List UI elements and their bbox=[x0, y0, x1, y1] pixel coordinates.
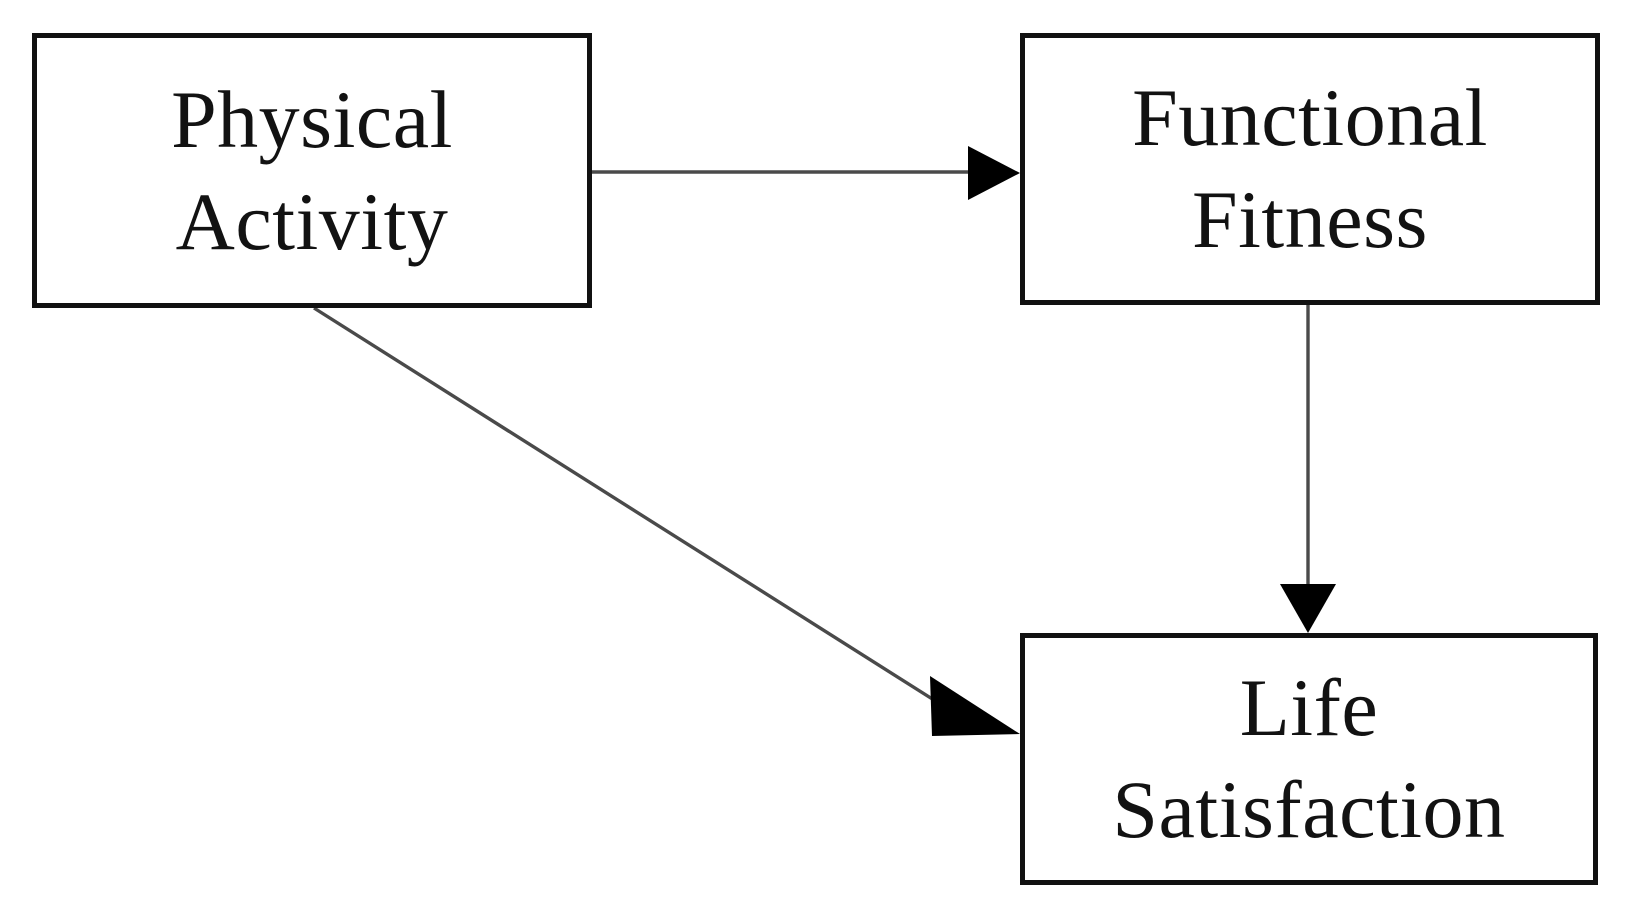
node-life-satisfaction[interactable]: Life Satisfaction bbox=[1020, 633, 1598, 885]
node-functional-fitness[interactable]: Functional Fitness bbox=[1020, 33, 1600, 305]
node-functional-fitness-line-2: Fitness bbox=[1192, 174, 1428, 265]
arrow-functional-fitness-to-life-satisfaction bbox=[1280, 305, 1336, 633]
arrow-physical-activity-to-functional-fitness bbox=[592, 146, 1020, 200]
arrow-physical-activity-to-life-satisfaction bbox=[313, 306, 1020, 736]
arrowhead-diagonal bbox=[930, 676, 1020, 736]
node-physical-activity-line-2: Activity bbox=[175, 175, 449, 267]
arrowhead-horizontal bbox=[968, 146, 1020, 200]
node-functional-fitness-line-1: Functional bbox=[1132, 72, 1488, 164]
arrow-shaft-diagonal bbox=[313, 306, 946, 709]
node-physical-activity-line-1: Physical bbox=[171, 73, 453, 165]
node-life-satisfaction-line-1: Life bbox=[1239, 662, 1379, 754]
node-physical-activity[interactable]: Physical Activity bbox=[32, 33, 592, 308]
arrowhead-vertical bbox=[1280, 584, 1336, 633]
node-life-satisfaction-line-2: Satisfaction bbox=[1112, 764, 1506, 855]
